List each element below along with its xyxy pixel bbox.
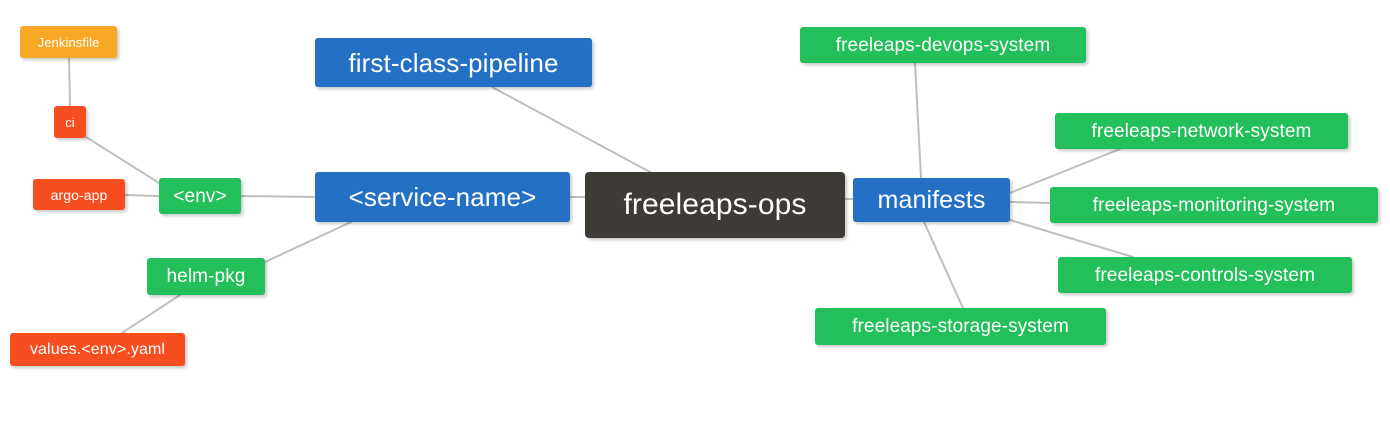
edge-first-class-pipeline-to-freeleaps-ops	[491, 86, 651, 173]
node-freeleaps-ops[interactable]: freeleaps-ops	[585, 172, 845, 238]
node-freeleaps-devops-system[interactable]: freeleaps-devops-system	[800, 27, 1086, 63]
edge-argo-app-to-env	[124, 194, 160, 197]
edge-helm-pkg-to-service-name	[264, 221, 352, 263]
node-freeleaps-monitoring-system[interactable]: freeleaps-monitoring-system	[1050, 187, 1378, 223]
edge-values-yaml-to-helm-pkg	[121, 294, 181, 334]
node-freeleaps-storage-system[interactable]: freeleaps-storage-system	[815, 308, 1106, 345]
node-freeleaps-network-system[interactable]: freeleaps-network-system	[1055, 113, 1348, 149]
edge-manifests-to-freeleaps-devops-system	[914, 62, 922, 179]
node-manifests[interactable]: manifests	[853, 178, 1010, 222]
edge-manifests-to-freeleaps-controls-system	[1009, 219, 1134, 258]
edge-env-to-service-name	[240, 195, 316, 198]
node-argo-app[interactable]: argo-app	[33, 179, 125, 210]
node-values-yaml[interactable]: values.<env>.yaml	[10, 333, 185, 366]
edge-manifests-to-freeleaps-monitoring-system	[1009, 201, 1051, 204]
edge-jenkinsfile-to-ci	[68, 57, 71, 107]
node-env[interactable]: <env>	[159, 178, 241, 214]
node-first-class-pipeline[interactable]: first-class-pipeline	[315, 38, 592, 87]
node-ci[interactable]: ci	[54, 106, 86, 138]
node-freeleaps-controls-system[interactable]: freeleaps-controls-system	[1058, 257, 1352, 293]
edge-manifests-to-freeleaps-storage-system	[923, 221, 964, 309]
node-helm-pkg[interactable]: helm-pkg	[147, 258, 265, 295]
node-service-name[interactable]: <service-name>	[315, 172, 570, 222]
edge-ci-to-env	[85, 136, 160, 184]
node-jenkinsfile[interactable]: Jenkinsfile	[20, 26, 117, 58]
